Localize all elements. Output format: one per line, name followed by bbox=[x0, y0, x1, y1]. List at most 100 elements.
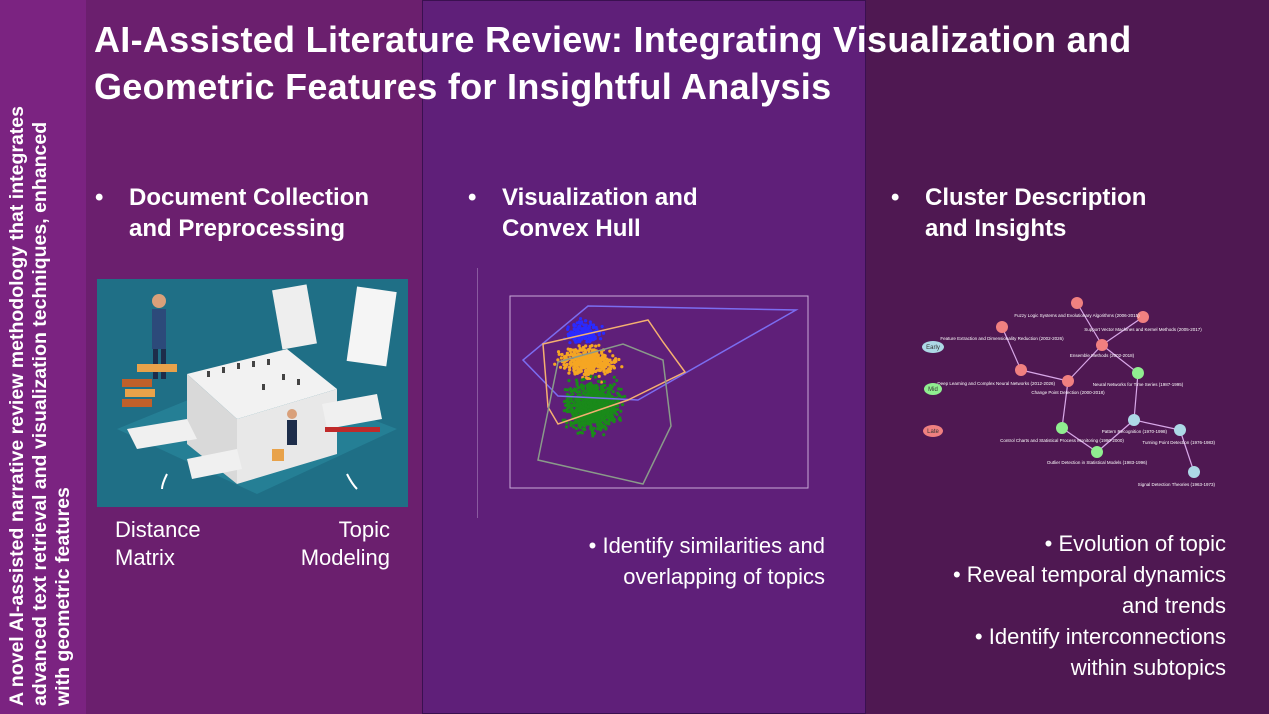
scatter-point bbox=[569, 363, 573, 367]
heading-line: Cluster Description bbox=[925, 184, 1147, 211]
scatter-point bbox=[582, 358, 587, 362]
scatter-point bbox=[571, 348, 575, 352]
scatter-point bbox=[565, 392, 570, 397]
sidebar-line: with geometric features bbox=[52, 487, 74, 706]
scatter-point bbox=[609, 360, 614, 365]
scatter-point bbox=[602, 433, 606, 437]
scatter-point bbox=[620, 403, 625, 407]
scatter-point bbox=[602, 379, 606, 384]
scatter-point bbox=[589, 381, 593, 385]
scatter-point bbox=[589, 371, 593, 375]
scatter-point bbox=[589, 401, 593, 405]
scatter-point bbox=[608, 394, 613, 398]
convex-hull-scatter-plot bbox=[509, 295, 809, 489]
scatter-point bbox=[609, 366, 613, 371]
scatter-point bbox=[590, 418, 595, 422]
scatter-point bbox=[609, 418, 614, 422]
cluster-points: • Evolution of topic • Reveal temporal d… bbox=[880, 528, 1226, 683]
scatter-point bbox=[585, 340, 589, 344]
scatter-point bbox=[599, 380, 604, 384]
scatter-point bbox=[580, 431, 584, 435]
scatter-point bbox=[574, 419, 578, 423]
scatter-point bbox=[606, 414, 610, 418]
scatter-point bbox=[576, 419, 581, 423]
scatter-point bbox=[562, 399, 567, 404]
scatter-point bbox=[590, 337, 594, 341]
scatter-point bbox=[600, 415, 604, 420]
graph-node bbox=[1056, 422, 1068, 434]
scatter-point bbox=[602, 360, 607, 364]
scatter-point bbox=[589, 374, 593, 379]
title-line: Geometric Features for Insightful Analys… bbox=[94, 66, 832, 107]
scatter-point bbox=[575, 360, 579, 364]
scatter-point bbox=[608, 369, 612, 374]
scatter-point bbox=[586, 372, 591, 377]
scatter-point bbox=[584, 409, 589, 413]
section-heading-visualization: • Visualization and Convex Hull bbox=[468, 182, 698, 244]
scatter-point bbox=[603, 372, 607, 376]
bullet: • bbox=[891, 184, 900, 211]
scatter-point bbox=[583, 372, 587, 377]
scatter-point bbox=[569, 420, 573, 425]
scatter-point bbox=[572, 414, 576, 419]
scatter-point bbox=[612, 417, 617, 421]
legend-label: Early bbox=[926, 345, 940, 351]
node-label: Outlier Detection in Statistical Models … bbox=[1047, 460, 1148, 465]
page-title: AI-Assisted Literature Review: Integrati… bbox=[94, 16, 1132, 110]
scatter-point bbox=[585, 376, 590, 381]
scatter-point bbox=[588, 344, 592, 349]
scatter-point bbox=[589, 322, 593, 327]
scatter-point bbox=[568, 341, 572, 345]
heading-line: and Preprocessing bbox=[129, 215, 346, 242]
scatter-point bbox=[590, 385, 595, 389]
scatter-point bbox=[612, 375, 616, 379]
scatter-point bbox=[573, 363, 577, 367]
scatter-point bbox=[590, 405, 594, 409]
scatter-point bbox=[617, 393, 621, 397]
scatter-point bbox=[591, 434, 595, 438]
scatter-point bbox=[568, 387, 573, 391]
scatter-point bbox=[620, 395, 624, 399]
scatter-point bbox=[583, 389, 588, 393]
scatter-point bbox=[566, 347, 570, 351]
scatter-point bbox=[619, 387, 623, 391]
scatter-point bbox=[581, 345, 585, 350]
scatter-point bbox=[572, 337, 576, 341]
scatter-point bbox=[577, 324, 581, 329]
scatter-point bbox=[571, 421, 576, 425]
scatter-point bbox=[583, 319, 588, 323]
scatter-point bbox=[605, 369, 609, 373]
scatter-point bbox=[576, 431, 580, 435]
graph-node bbox=[1071, 297, 1083, 309]
scatter-point bbox=[584, 323, 588, 327]
scatter-point bbox=[599, 391, 603, 395]
scatter-point bbox=[571, 392, 575, 396]
scatter-point bbox=[594, 344, 598, 348]
section-heading-cluster-description: • Cluster Description and Insights bbox=[891, 182, 1147, 244]
scatter-point bbox=[611, 390, 615, 394]
point-line: • Evolution of topic bbox=[1044, 531, 1226, 556]
scatter-point bbox=[593, 375, 598, 379]
scatter-point bbox=[588, 340, 592, 344]
scatter-point bbox=[566, 332, 570, 336]
scatter-point bbox=[578, 422, 582, 426]
scatter-point bbox=[575, 404, 579, 408]
column-cluster-description bbox=[866, 0, 1269, 714]
label-distance-matrix: Distance Matrix bbox=[115, 516, 201, 572]
scatter-point bbox=[601, 331, 606, 335]
scatter-point bbox=[596, 427, 600, 431]
scatter-point bbox=[620, 365, 624, 369]
scatter-point bbox=[568, 368, 572, 372]
label-line: Topic bbox=[338, 517, 390, 542]
scatter-point bbox=[588, 347, 592, 351]
green-hull bbox=[537, 343, 672, 485]
scatter-point bbox=[608, 383, 612, 387]
scatter-point bbox=[574, 426, 579, 431]
scatter-point bbox=[598, 356, 602, 360]
scatter-point bbox=[612, 360, 617, 364]
scatter-point bbox=[565, 399, 570, 403]
node-label: Pattern Recognition (1970-1998) bbox=[1102, 429, 1168, 434]
scatter-point bbox=[570, 407, 574, 411]
heading-line: and Insights bbox=[925, 215, 1067, 242]
scatter-point bbox=[579, 404, 583, 409]
